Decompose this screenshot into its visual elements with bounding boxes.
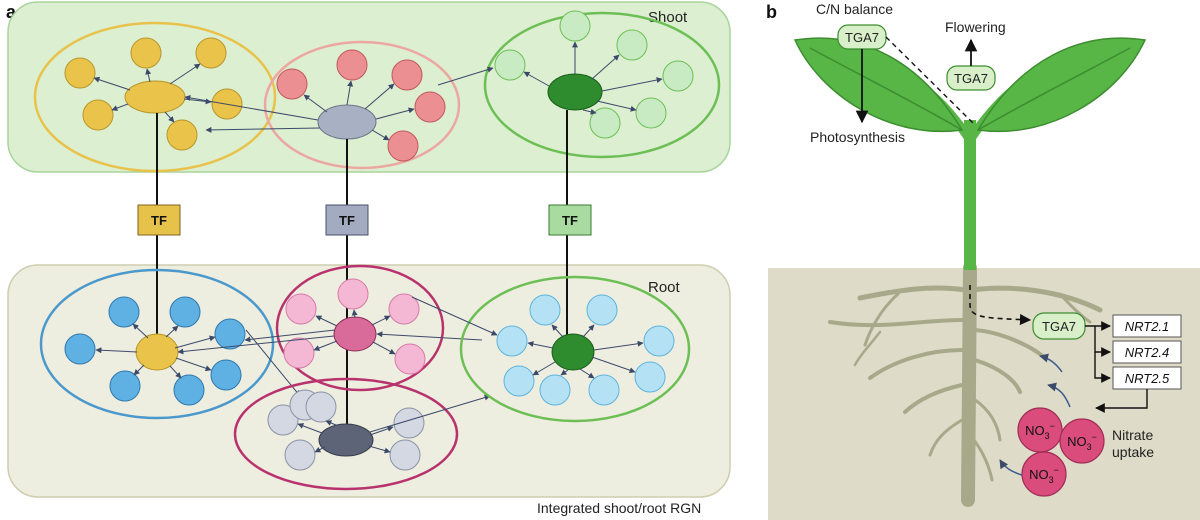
integrated-rgn-label: Integrated shoot/root RGN (537, 500, 701, 516)
tga7-leaf-box: TGA7 (837, 24, 887, 50)
nitrate-ions: NO3− NO3− NO3− (1017, 407, 1105, 497)
svg-text:NRT2.5: NRT2.5 (1125, 371, 1170, 386)
cn-balance-label: C/N balance (816, 1, 893, 17)
root-label: Root (648, 279, 681, 296)
tf-box-gray: TF (325, 204, 369, 236)
gene-box-nrt2-5: NRT2.5 (1112, 366, 1182, 390)
panel-b-letter: b (766, 2, 777, 22)
svg-text:TGA7: TGA7 (845, 30, 879, 45)
tga7-root-box: TGA7 (1032, 312, 1086, 340)
flowering-label: Flowering (945, 19, 1006, 35)
root-blue-module (39, 268, 275, 420)
gene-box-nrt2-4: NRT2.4 (1112, 340, 1182, 364)
svg-text:TF: TF (562, 213, 578, 228)
shoot-label: Shoot (648, 9, 688, 26)
svg-text:TF: TF (339, 213, 355, 228)
svg-text:TF: TF (151, 213, 167, 228)
root-green-module (411, 275, 691, 423)
svg-text:TGA7: TGA7 (1042, 319, 1076, 334)
root-magenta-module (177, 264, 483, 397)
photosynthesis-label: Photosynthesis (810, 129, 905, 145)
svg-text:NO3−: NO3− (1029, 465, 1059, 485)
svg-text:NO3−: NO3− (1025, 421, 1055, 441)
tga7-stem-box: TGA7 (946, 65, 996, 91)
panel-a-letter: a (6, 2, 17, 22)
shoot-green-module (437, 10, 721, 159)
shoot-yellow-module (33, 21, 277, 173)
soil-background (768, 268, 1200, 520)
svg-text:NRT2.1: NRT2.1 (1125, 319, 1170, 334)
gene-box-nrt2-1: NRT2.1 (1112, 314, 1182, 338)
tf-box-green: TF (548, 204, 592, 236)
svg-text:NRT2.4: NRT2.4 (1125, 345, 1170, 360)
tf-box-yellow: TF (137, 204, 181, 236)
nitrate-uptake-label-1: Nitrate (1112, 427, 1153, 443)
svg-text:TGA7: TGA7 (954, 71, 988, 86)
svg-text:NO3−: NO3− (1067, 432, 1097, 452)
panel-b: b C/N balance Flowering Photosynthesis T… (766, 1, 1200, 520)
root-slate-module (233, 377, 491, 491)
nitrate-uptake-label-2: uptake (1112, 444, 1154, 460)
